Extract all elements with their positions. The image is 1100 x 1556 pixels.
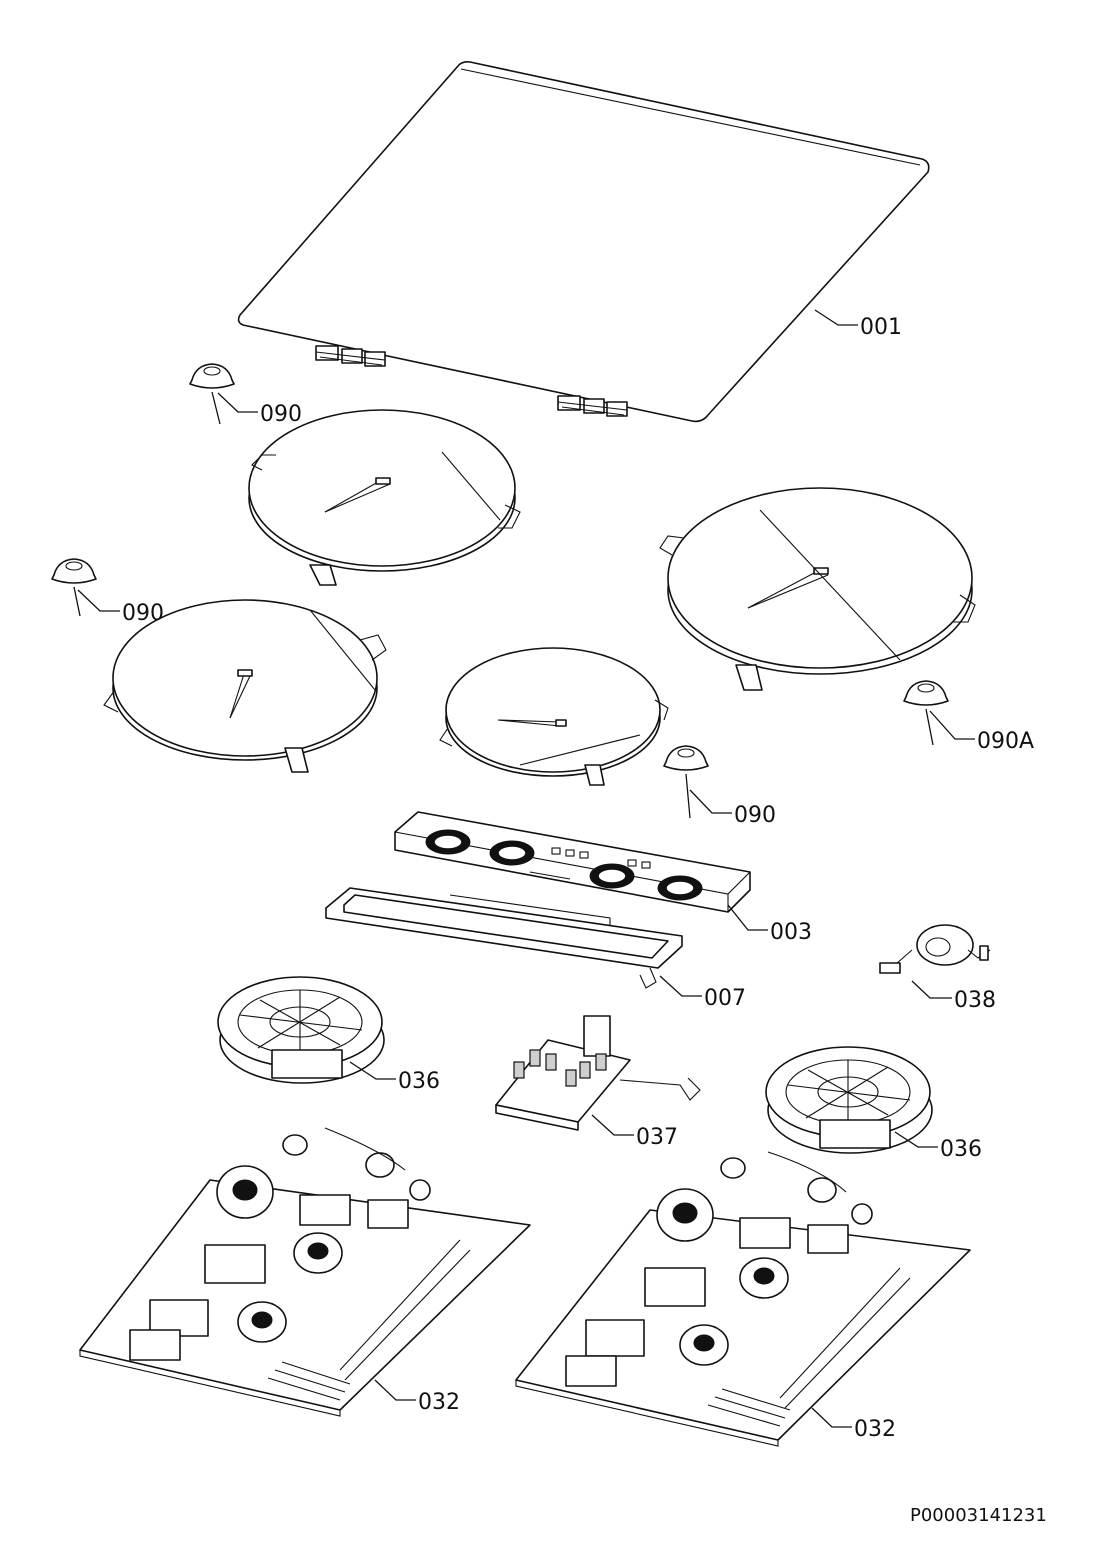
- foot-upper-left: [189, 363, 235, 425]
- glass-top-plate: [237, 61, 930, 423]
- callout-037: 037: [636, 1125, 678, 1150]
- control-knob-ring-4: [657, 875, 703, 901]
- fan-left: [217, 976, 385, 1084]
- foot-center: [663, 745, 709, 819]
- board-frame: [325, 887, 683, 989]
- ferrite-coil: [879, 924, 991, 974]
- toroid-choke-right-1: [656, 1188, 714, 1242]
- control-knob-ring-2: [489, 840, 535, 866]
- callout-001: 001: [860, 315, 902, 340]
- coil-center: [439, 647, 669, 786]
- callout-090-upper: 090: [260, 402, 302, 427]
- toroid-choke-left-2: [293, 1232, 343, 1274]
- control-knob-ring-1: [425, 829, 471, 855]
- callout-032-left: 032: [418, 1390, 460, 1415]
- callout-090-center: 090: [734, 803, 776, 828]
- power-board-right: [515, 1151, 971, 1447]
- callout-090A: 090A: [977, 729, 1034, 754]
- foot-right: [903, 680, 949, 746]
- toroid-choke-right-2: [739, 1257, 789, 1299]
- callout-036-right: 036: [940, 1137, 982, 1162]
- control-knob-ring-3: [589, 863, 635, 889]
- coil-upper-left: [248, 409, 521, 586]
- callout-003: 003: [770, 920, 812, 945]
- leader-lines: [77, 309, 975, 1428]
- callout-032-right: 032: [854, 1417, 896, 1442]
- toroid-choke-left-1: [216, 1165, 274, 1219]
- fan-right: [765, 1046, 933, 1154]
- control-board: [394, 811, 751, 913]
- callout-038: 038: [954, 988, 996, 1013]
- terminal-block: [495, 1015, 701, 1131]
- foot-left: [51, 558, 97, 617]
- toroid-choke-left-3: [237, 1301, 287, 1343]
- drawing-code: P00003141231: [910, 1505, 1047, 1526]
- toroid-choke-right-3: [679, 1324, 729, 1366]
- coil-left: [103, 599, 387, 773]
- callout-007: 007: [704, 986, 746, 1011]
- callout-090-left: 090: [122, 601, 164, 626]
- coil-right: [659, 487, 976, 691]
- callout-036-left: 036: [398, 1069, 440, 1094]
- power-board-left: [79, 1127, 531, 1417]
